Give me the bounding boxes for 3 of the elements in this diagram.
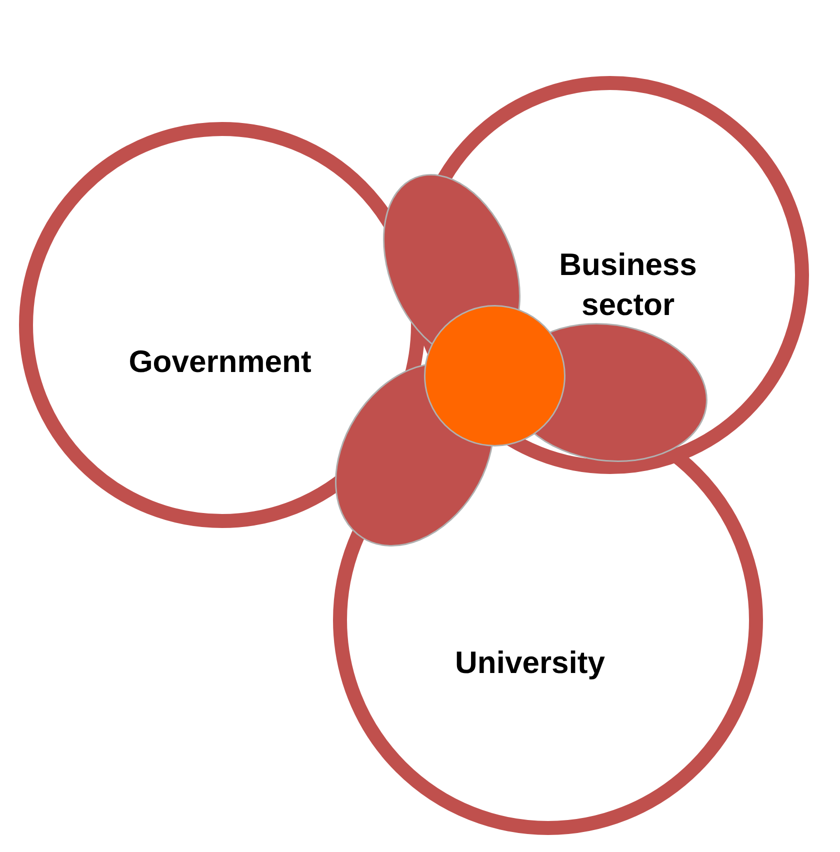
circle-label: Government bbox=[128, 343, 312, 381]
circle-label: University bbox=[454, 644, 606, 682]
circle-label: Business sector bbox=[558, 246, 698, 324]
